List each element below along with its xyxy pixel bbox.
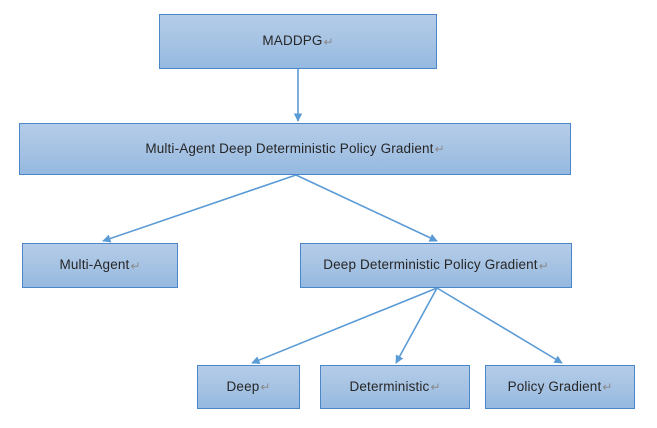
return-mark-icon: ↵ [602, 380, 613, 394]
return-mark-icon: ↵ [538, 258, 549, 273]
return-mark-icon: ↵ [323, 34, 334, 49]
connector-group [102, 69, 563, 365]
node-multi-agent[interactable]: Multi-Agent↵ [22, 243, 178, 288]
return-mark-icon: ↵ [430, 380, 441, 394]
connector-expanded-to-multi [102, 174, 297, 243]
node-maddpg[interactable]: MADDPG↵ [159, 14, 437, 69]
node-label: Deep Deterministic Policy Gradient [323, 257, 538, 273]
node-label: MADDPG [262, 33, 323, 49]
node-label: Multi-Agent Deep Deterministic Policy Gr… [145, 140, 434, 156]
node-ddpg[interactable]: Deep Deterministic Policy Gradient↵ [300, 243, 572, 288]
node-label: Policy Gradient [507, 378, 602, 394]
node-deep[interactable]: Deep↵ [197, 365, 300, 409]
return-mark-icon: ↵ [260, 380, 271, 394]
connector-expanded-to-ddpg [295, 174, 438, 242]
node-label: Multi-Agent [59, 257, 130, 273]
node-policy-gradient[interactable]: Policy Gradient↵ [485, 365, 635, 409]
node-deterministic[interactable]: Deterministic↵ [320, 365, 470, 409]
return-mark-icon: ↵ [434, 142, 445, 156]
connector-ddpg-to-policy [436, 287, 563, 364]
node-expanded-name[interactable]: Multi-Agent Deep Deterministic Policy Gr… [19, 123, 571, 175]
connector-ddpg-to-deep [251, 287, 438, 365]
node-label: Deterministic [349, 378, 430, 394]
return-mark-icon: ↵ [130, 258, 141, 273]
connector-ddpg-to-deterministic [395, 287, 438, 364]
node-label: Deep [226, 378, 260, 394]
